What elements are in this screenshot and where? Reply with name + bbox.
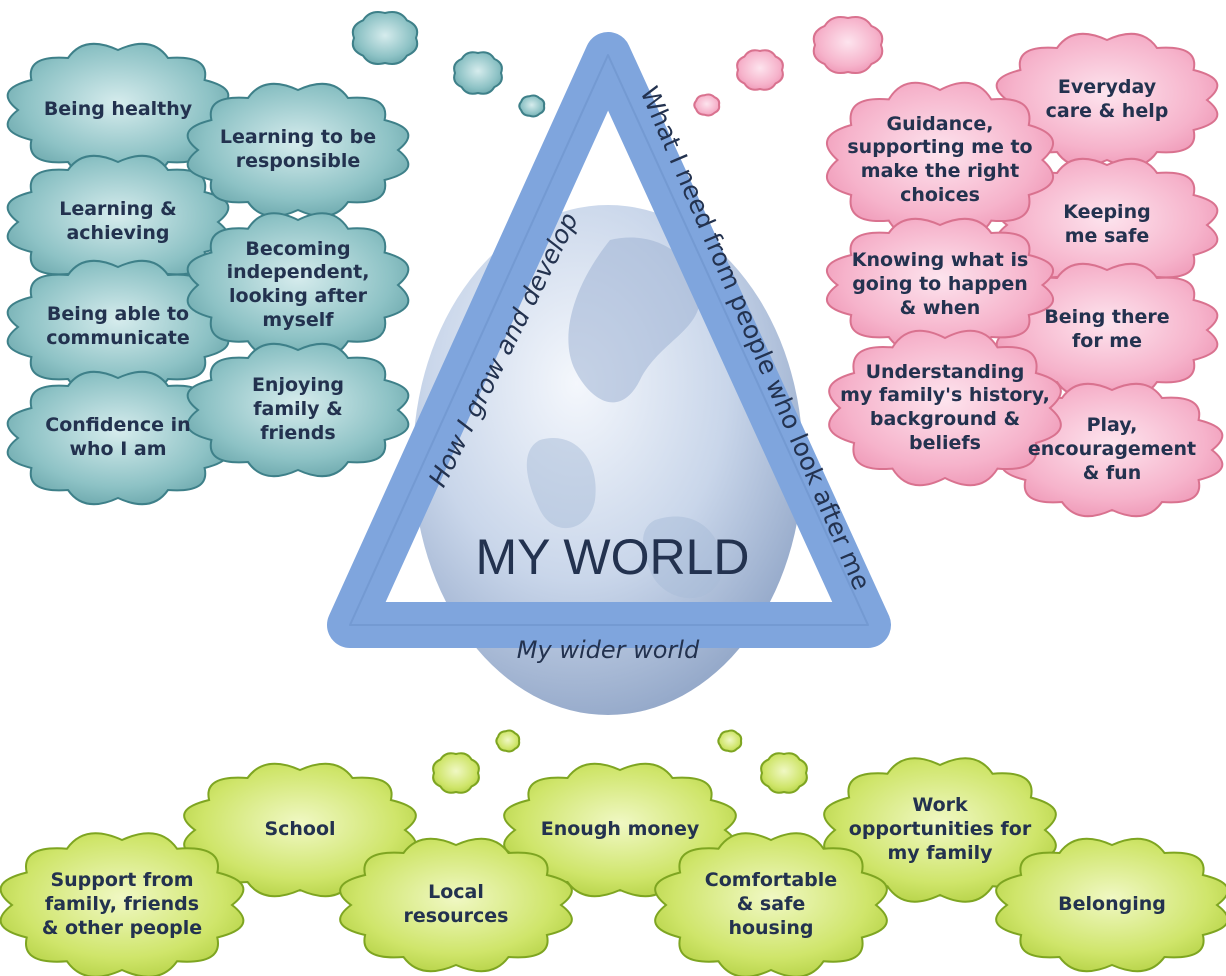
triangle-base-label: My wider world: [517, 636, 700, 664]
development-need-cloud-6: [186, 342, 410, 478]
development-need-cloud-5: [186, 212, 410, 358]
thought-puff-teal-2: [518, 94, 546, 118]
thought-puff-green-8: [717, 729, 743, 753]
wider-world-cloud-5: [823, 757, 1057, 903]
parenting-need-cloud-1: [825, 217, 1055, 353]
wider-world-cloud-6: [995, 837, 1226, 973]
parenting-need-cloud-0: [826, 81, 1054, 239]
development-need-cloud-2: [6, 259, 230, 395]
thought-puff-green-9: [760, 752, 808, 794]
development-need-cloud-3: [6, 370, 230, 506]
diagram-title: MY WORLD: [475, 529, 750, 585]
triangle: [327, 32, 891, 648]
globe: [413, 205, 803, 715]
thought-puff-pink-5: [693, 93, 721, 117]
wider-world-cloud-4: [654, 832, 888, 976]
wider-world-cloud-0: [0, 832, 245, 976]
development-need-cloud-4: [186, 82, 410, 218]
thought-puff-pink-4: [736, 49, 784, 91]
thought-puff-green-7: [432, 752, 480, 794]
thought-puff-green-6: [495, 729, 521, 753]
thought-puff-teal-1: [453, 51, 503, 95]
thought-puff-teal-0: [351, 11, 419, 65]
wider-world-cloud-2: [339, 837, 573, 973]
parenting-need-cloud-2: [828, 329, 1062, 487]
development-need-cloud-0: [6, 42, 230, 178]
thought-puff-pink-3: [812, 15, 884, 75]
